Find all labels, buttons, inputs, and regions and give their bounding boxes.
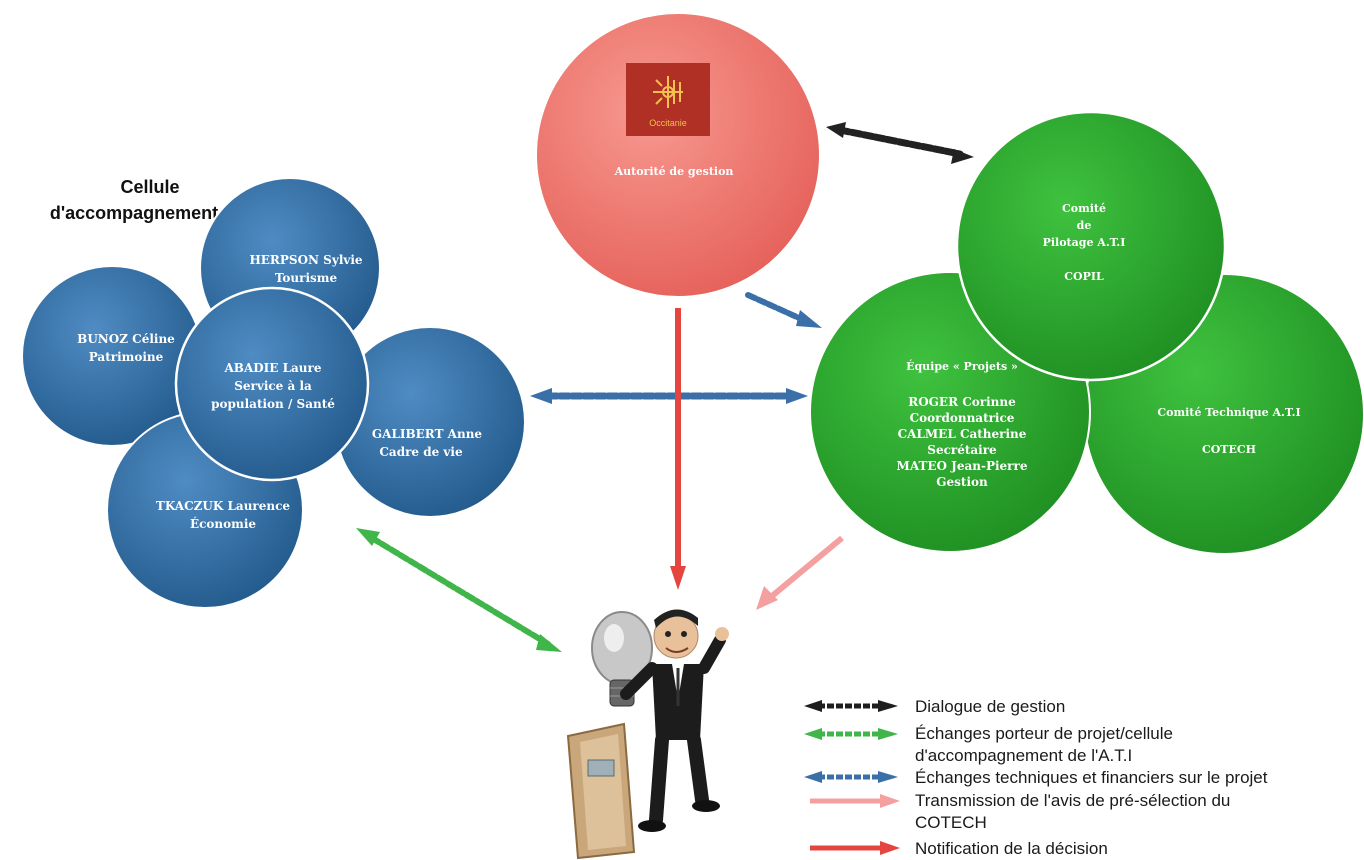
copil-abbr: COPIL: [1064, 270, 1104, 283]
circle-abadie: [174, 286, 370, 482]
arrow-notification-decision: [670, 308, 686, 590]
meter-box-icon: [566, 722, 636, 860]
bunoz-role: Patrimoine: [89, 350, 164, 364]
legend-label: COTECH: [915, 813, 987, 832]
authority-circle: [535, 12, 821, 298]
abadie-name: ABADIE Laure: [223, 361, 321, 375]
circle-copil: [955, 110, 1227, 382]
equipe-line: Gestion: [936, 475, 988, 489]
herpson-name: HERPSON Sylvie: [249, 253, 362, 267]
tkaczuk-role: Économie: [190, 516, 256, 531]
legend-item-porteur: Échanges porteur de projet/cellule d'acc…: [804, 724, 1173, 765]
arrow-dialogue-gestion: [826, 122, 974, 164]
occitanie-logo: Occitanie: [626, 63, 710, 136]
legend-item-notification: Notification de la décision: [810, 839, 1108, 858]
copil-line3: Pilotage A.T.I: [1043, 236, 1126, 249]
equipe-line: MATEO Jean-Pierre: [897, 459, 1028, 473]
cellule-title-line2: d'accompagnement: [50, 203, 218, 223]
abadie-role-line1: Service à la: [234, 379, 312, 393]
cellule-cluster: [21, 177, 526, 609]
cotech-label: Comité Technique A.T.I: [1157, 406, 1300, 419]
legend-label: d'accompagnement de l'A.T.I: [915, 746, 1132, 765]
equipe-line: ROGER Corinne: [908, 395, 1016, 409]
legend-label: Dialogue de gestion: [915, 697, 1065, 716]
equipe-line: Coordonnatrice: [910, 411, 1015, 425]
legend-label: Échanges porteur de projet/cellule: [915, 724, 1173, 743]
legend-label: Notification de la décision: [915, 839, 1108, 858]
equipe-lines: ROGER Corinne Coordonnatrice CALMEL Cath…: [897, 395, 1028, 489]
porteur-illustration: [566, 609, 729, 860]
legend-label: Transmission de l'avis de pré-sélection …: [915, 791, 1230, 810]
equipe-line: CALMEL Catherine: [898, 427, 1027, 441]
cellule-title-line1: Cellule: [120, 177, 179, 197]
cotech-abbr: COTECH: [1202, 443, 1256, 456]
legend-item-techniques: Échanges techniques et financiers sur le…: [804, 768, 1268, 787]
tkaczuk-name: TKACZUK Laurence: [156, 499, 290, 513]
legend-item-transmission: Transmission de l'avis de pré-sélection …: [810, 791, 1230, 832]
legend-item-dialogue: Dialogue de gestion: [804, 697, 1065, 716]
galibert-role: Cadre de vie: [379, 445, 463, 459]
legend-label: Échanges techniques et financiers sur le…: [915, 768, 1268, 787]
equipe-title: Équipe « Projets »: [906, 359, 1018, 373]
legend: Dialogue de gestion Échanges porteur de …: [804, 697, 1268, 858]
abadie-role-line2: population / Santé: [211, 397, 335, 411]
arrow-echanges-techniques: [530, 388, 808, 404]
bunoz-name: BUNOZ Céline: [77, 332, 175, 346]
arrow-authority-equipe: [745, 292, 822, 328]
galibert-name: GALIBERT Anne: [372, 427, 483, 441]
copil-line1: Comité: [1062, 202, 1106, 215]
occitanie-cross-icon: [653, 76, 683, 108]
copil-line2: de: [1077, 219, 1092, 232]
occitanie-logo-text: Occitanie: [649, 118, 687, 128]
herpson-role: Tourisme: [275, 271, 338, 285]
authority-label: Autorité de gestion: [614, 165, 734, 178]
arrow-transmission-avis: [756, 535, 844, 610]
arrow-echanges-porteur: [356, 528, 562, 652]
equipe-line: Secrétaire: [927, 443, 997, 457]
businessman-icon: [620, 609, 729, 832]
